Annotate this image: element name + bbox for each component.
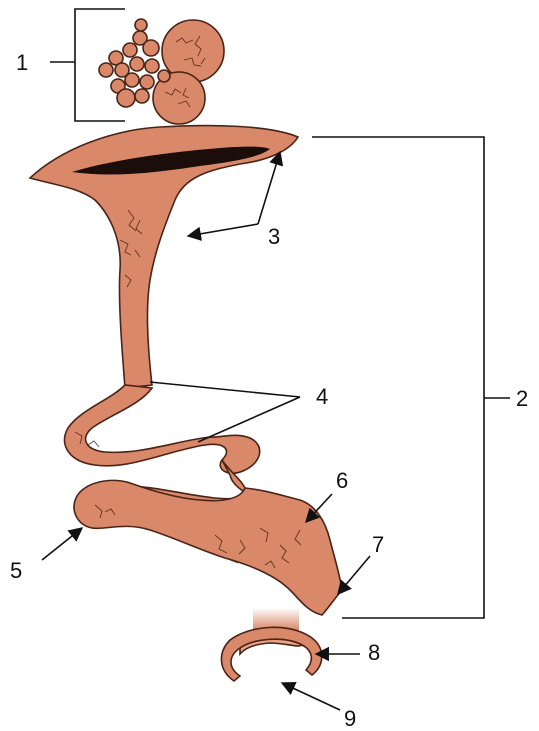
terminal-ring: [221, 627, 321, 681]
leader-3a: [258, 152, 280, 224]
bracket-2: [312, 137, 510, 618]
label-2: 2: [516, 386, 528, 411]
label-1: 1: [16, 50, 28, 75]
leader-3b: [188, 224, 258, 236]
oviduct-coil-upper: [64, 385, 259, 473]
leader-4a: [150, 382, 300, 397]
label-8: 8: [368, 640, 380, 665]
label-4: 4: [316, 384, 328, 409]
leader-7: [338, 556, 370, 594]
leader-5: [42, 528, 82, 560]
label-9: 9: [344, 706, 356, 731]
leader-4b: [198, 397, 300, 442]
uterus-body: [74, 480, 342, 615]
reproductive-tract: [30, 126, 342, 681]
label-3: 3: [268, 224, 280, 249]
label-5: 5: [10, 558, 22, 583]
ovary-follicle-cluster: [99, 19, 224, 124]
leader-9: [282, 683, 340, 710]
label-7: 7: [372, 532, 384, 557]
label-6: 6: [336, 468, 348, 493]
